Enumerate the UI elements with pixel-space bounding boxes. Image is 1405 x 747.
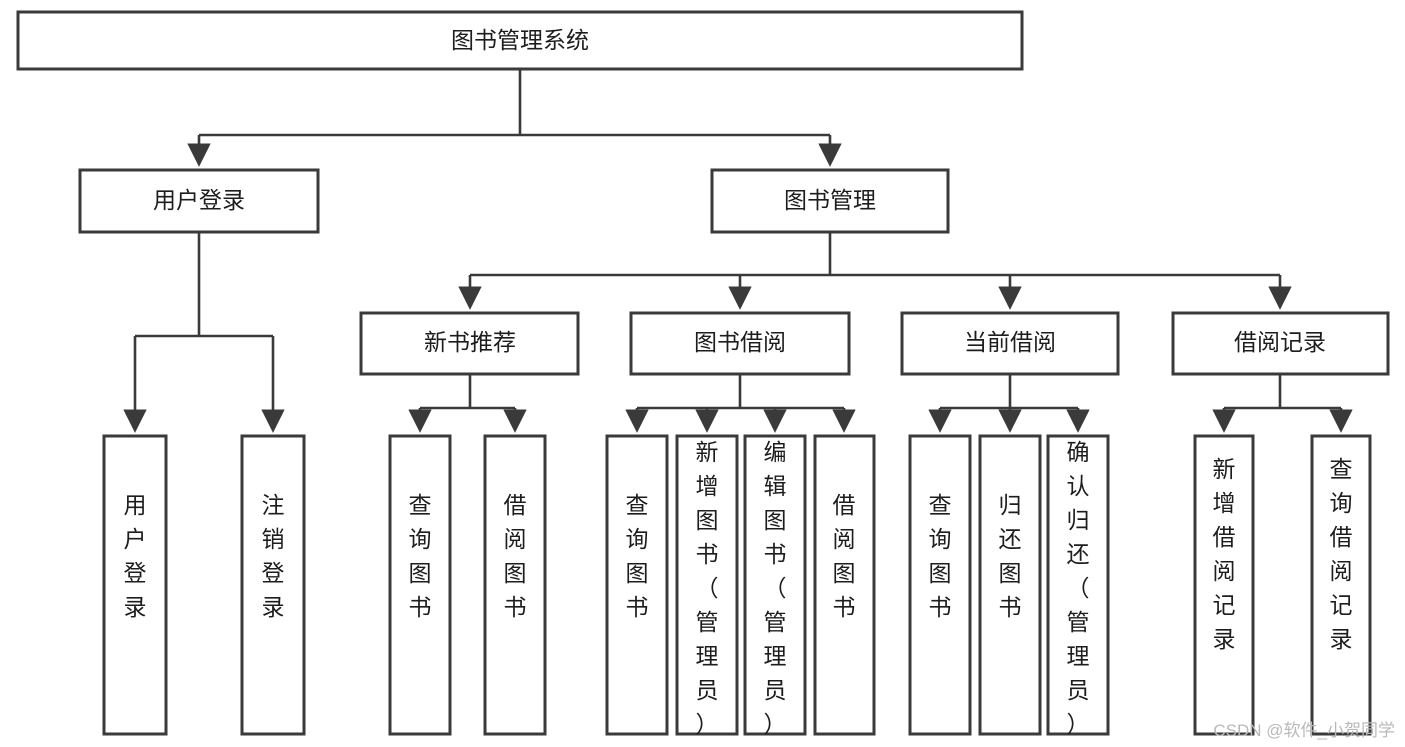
leaf-query-book-1-label: 查询图书 [409, 492, 432, 620]
node-leaf-borrow-book-2[interactable]: 借阅图书 [813, 434, 876, 736]
current-borrow-label: 当前借阅 [964, 329, 1056, 355]
node-leaf-query-book-1[interactable]: 查询图书 [388, 434, 452, 736]
root-box[interactable] [16, 10, 1024, 71]
leaf-query-book-3-box[interactable] [908, 434, 972, 736]
node-leaf-query-record[interactable]: 查询借阅记录 [1310, 434, 1372, 736]
new-book-recommend-label: 新书推荐 [424, 329, 516, 355]
node-user-login[interactable]: 用户登录 [78, 168, 320, 234]
leaf-edit-book-box[interactable] [743, 434, 807, 736]
book-borrow-box[interactable] [629, 311, 851, 376]
leaf-confirm-return-label: 确认归还（管理员） [1067, 439, 1090, 737]
user-login-label: 用户登录 [153, 187, 245, 213]
leaf-borrow-book-1-box[interactable] [483, 434, 547, 736]
node-borrow-record[interactable]: 借阅记录 [1171, 311, 1390, 376]
leaf-borrow-book-1-label: 借阅图书 [504, 492, 527, 620]
node-leaf-add-record[interactable]: 新增借阅记录 [1193, 434, 1255, 736]
borrow-record-box[interactable] [1171, 311, 1390, 376]
node-leaf-user-login[interactable]: 用户登录 [102, 434, 168, 736]
node-leaf-return-book[interactable]: 归还图书 [978, 434, 1042, 736]
leaf-add-record-label: 新增借阅记录 [1213, 456, 1236, 652]
node-leaf-borrow-book-1[interactable]: 借阅图书 [483, 434, 547, 736]
node-leaf-edit-book[interactable]: 编辑图书（管理员） [743, 434, 807, 737]
leaf-logout-label: 注销登录 [262, 492, 285, 620]
leaf-borrow-book-2-box[interactable] [813, 434, 876, 736]
node-root[interactable]: 图书管理系统 [16, 10, 1024, 71]
node-book-borrow[interactable]: 图书借阅 [629, 311, 851, 376]
node-leaf-confirm-return[interactable]: 确认归还（管理员） [1046, 434, 1110, 737]
leaf-query-book-2-box[interactable] [605, 434, 669, 736]
leaf-user-login-label: 用户登录 [124, 492, 147, 620]
node-new-book-recommend[interactable]: 新书推荐 [359, 311, 580, 376]
node-current-borrow[interactable]: 当前借阅 [900, 311, 1120, 376]
edge-layer [123, 69, 1353, 433]
leaf-query-record-label: 查询借阅记录 [1330, 456, 1353, 652]
leaf-borrow-book-2-label: 借阅图书 [833, 492, 856, 620]
user-login-box[interactable] [78, 168, 320, 234]
leaf-add-book-label: 新增图书（管理员） [696, 439, 719, 737]
leaf-confirm-return-box[interactable] [1046, 434, 1110, 736]
book-manage-label: 图书管理 [784, 187, 876, 213]
csdn-watermark: CSDN @软件_小贺同学 [1213, 721, 1395, 740]
leaf-query-book-2-label: 查询图书 [626, 492, 649, 620]
node-leaf-query-book-2[interactable]: 查询图书 [605, 434, 669, 736]
leaf-query-book-1-box[interactable] [388, 434, 452, 736]
node-leaf-query-book-3[interactable]: 查询图书 [908, 434, 972, 736]
current-borrow-box[interactable] [900, 311, 1120, 376]
leaf-query-record-box[interactable] [1310, 434, 1372, 736]
node-book-manage[interactable]: 图书管理 [710, 168, 950, 234]
root-label: 图书管理系统 [451, 27, 589, 53]
leaf-add-book-box[interactable] [675, 434, 739, 736]
node-leaf-add-book[interactable]: 新增图书（管理员） [675, 434, 739, 737]
leaf-user-login-box[interactable] [102, 434, 168, 736]
node-leaf-logout[interactable]: 注销登录 [240, 434, 306, 736]
leaf-query-book-3-label: 查询图书 [929, 492, 952, 620]
leaf-edit-book-label: 编辑图书（管理员） [764, 439, 787, 737]
new-book-recommend-box[interactable] [359, 311, 580, 376]
book-borrow-label: 图书借阅 [694, 329, 786, 355]
book-manage-box[interactable] [710, 168, 950, 234]
borrow-record-label: 借阅记录 [1234, 329, 1326, 355]
leaf-logout-box[interactable] [240, 434, 306, 736]
leaf-add-record-box[interactable] [1193, 434, 1255, 736]
leaf-layer: 用户登录 注销登录 查询图书 借阅图书 查询图书 新增图书（管理员） 编辑图书（… [102, 434, 1372, 737]
leaf-return-book-box[interactable] [978, 434, 1042, 736]
leaf-return-book-label: 归还图书 [999, 492, 1022, 620]
